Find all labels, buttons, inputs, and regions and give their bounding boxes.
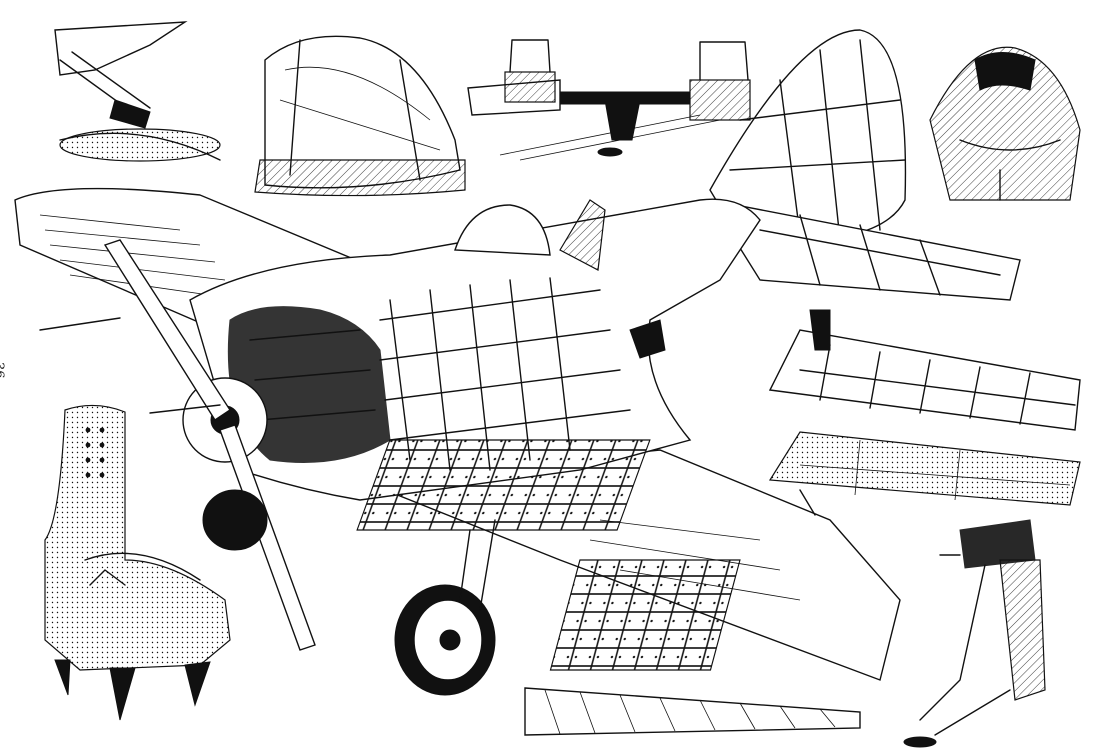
wing-spar [524, 687, 861, 736]
cockpit-canopy [254, 35, 466, 197]
aileron-panel [768, 431, 1081, 516]
landing-gear-leg [903, 519, 1046, 748]
fuselage-canopy [454, 204, 551, 256]
headrest [559, 199, 606, 271]
tail-fin-structure [708, 29, 1021, 301]
right-wing-ribs [549, 559, 741, 671]
main-wheel [394, 519, 496, 696]
rudder-pedals [467, 39, 751, 161]
pilot-seat [44, 404, 231, 721]
fuselage-frames [379, 277, 631, 471]
propeller-blade-lower [219, 424, 316, 651]
pilot-seat-back [929, 46, 1081, 201]
left-wheel [202, 489, 268, 551]
propeller-blade-upper [103, 239, 231, 421]
aircraft-cutaway [14, 187, 901, 696]
main-landing-strut-detail [54, 21, 221, 162]
wing-center-structure [356, 439, 651, 531]
wing-flap-panel [768, 309, 1081, 431]
